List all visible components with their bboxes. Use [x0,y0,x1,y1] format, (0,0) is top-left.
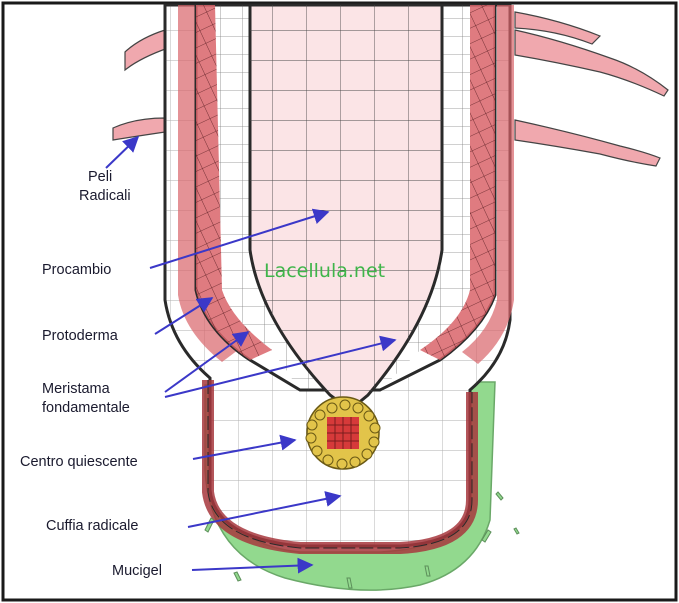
label-radicali: Radicali [79,188,131,204]
label-protoderma: Protoderma [42,328,119,344]
watermark: Lacellula.net [264,260,385,282]
label-cuffia-radicale: Cuffia radicale [46,518,138,534]
label-procambio: Procambio [42,262,111,278]
quiescent-center [306,397,380,469]
label-fondamentale: fondamentale [42,400,130,416]
label-mucigel: Mucigel [112,563,162,579]
label-peli: Peli [88,169,112,185]
label-centro-quiescente: Centro quiescente [20,454,138,470]
label-meristama: Meristama [42,381,111,397]
